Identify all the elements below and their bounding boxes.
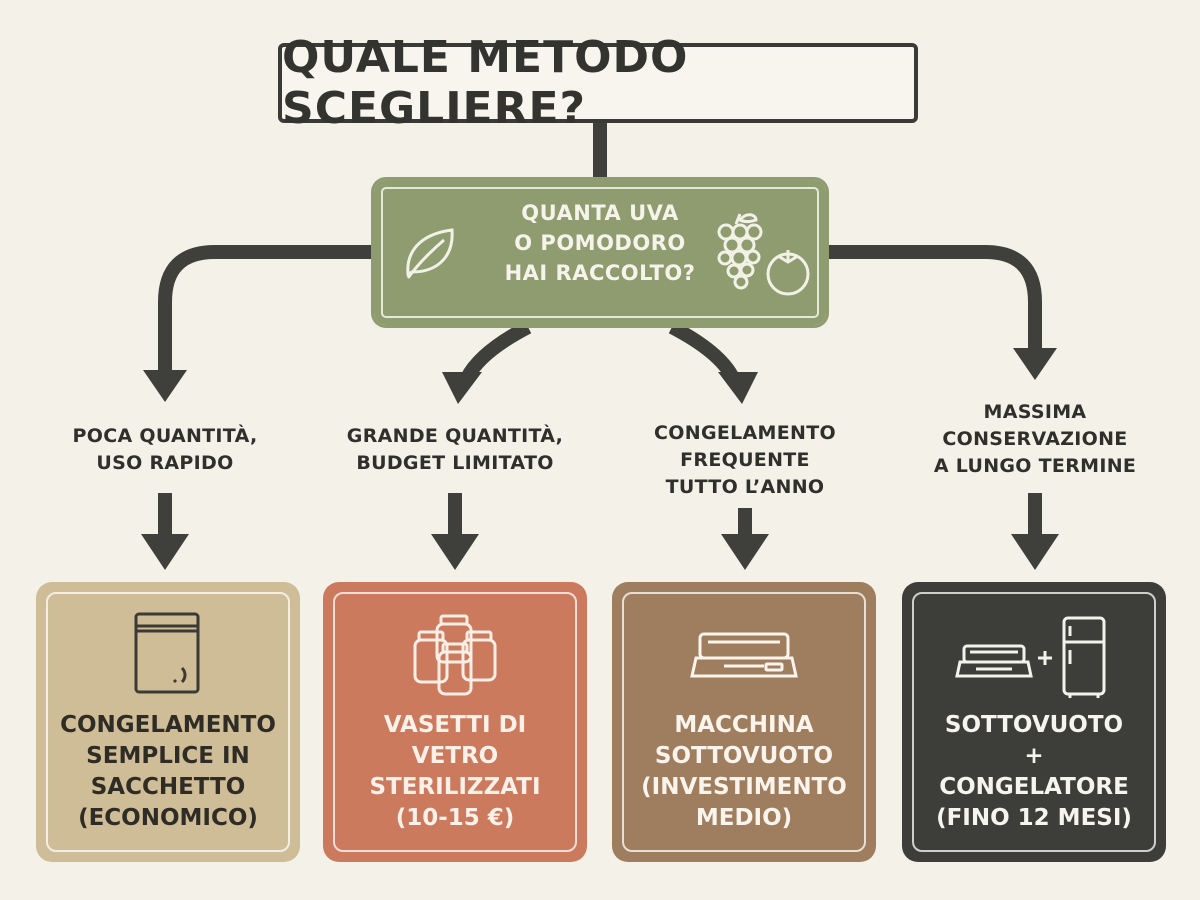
- question-text: QUANTA UVA O POMODORO HAI RACCOLTO?: [504, 201, 696, 285]
- method-card-4: SOTTOVUOTO + CONGELATORE (FINO 12 MESI): [902, 582, 1166, 862]
- connector-branch-3: [668, 320, 740, 382]
- question-box: QUANTA UVA O POMODORO HAI RACCOLTO?: [374, 180, 826, 325]
- arrowhead-card-1: [141, 534, 189, 570]
- arrowhead-card-3: [721, 534, 769, 570]
- method-card-3: MACCHINA SOTTOVUOTO (INVESTIMENTO MEDIO): [612, 582, 876, 862]
- method-label-2: VASETTI DI VETRO STERILIZZATI (10-15 €): [369, 712, 541, 831]
- arrowhead-card-2: [431, 534, 479, 570]
- arrowhead-branch-4: [1013, 348, 1057, 380]
- method-label-4: SOTTOVUOTO + CONGELATORE (FINO 12 MESI): [936, 712, 1132, 831]
- method-label-1: CONGELAMENTO SEMPLICE IN SACCHETTO (ECON…: [60, 712, 276, 831]
- connector-branch-1: [158, 245, 378, 372]
- leaf-icon: [406, 228, 454, 279]
- connector-branch-2: [460, 320, 532, 382]
- arrowhead-branch-1: [143, 370, 187, 402]
- condition-label-2: GRANDE QUANTITÀ, BUDGET LIMITATO: [346, 425, 564, 474]
- arrowhead-branch-2: [442, 372, 482, 404]
- method-label-3: MACCHINA SOTTOVUOTO (INVESTIMENTO MEDIO): [641, 712, 847, 831]
- connector-branch-4: [822, 245, 1042, 350]
- condition-label-1: POCA QUANTITÀ, USO RAPIDO: [72, 425, 258, 474]
- diagram-title: QUALE METODO SCEGLIERE?: [278, 32, 918, 134]
- glass-jars-icon: [413, 614, 497, 696]
- condition-label-4: MASSIMA CONSERVAZIONE A LUNGO TERMINE: [933, 401, 1137, 477]
- vacuum-sealer-plus-freezer-icon: [955, 616, 1106, 698]
- condition-label-3: CONGELAMENTO FREQUENTE TUTTO L’ANNO: [654, 422, 836, 498]
- arrowhead-card-4: [1011, 534, 1059, 570]
- arrowhead-branch-3: [718, 372, 758, 404]
- freezer-bag-icon: [134, 612, 200, 694]
- vacuum-sealer-icon: [690, 632, 798, 678]
- grapes-tomato-icon: [717, 213, 810, 296]
- method-card-2: VASETTI DI VETRO STERILIZZATI (10-15 €): [323, 582, 587, 862]
- method-card-1: CONGELAMENTO SEMPLICE IN SACCHETTO (ECON…: [36, 582, 300, 862]
